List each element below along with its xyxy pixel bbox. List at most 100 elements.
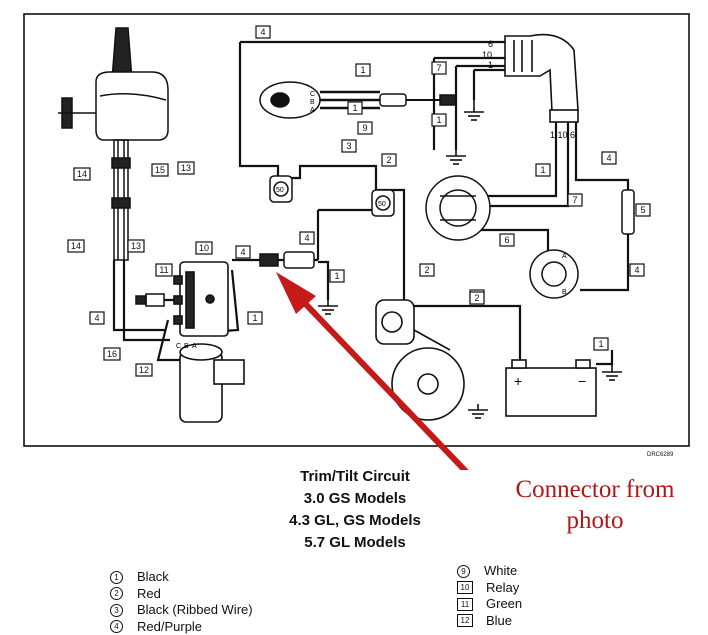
breaker-label-a: 50 (276, 187, 284, 194)
svg-text:14: 14 (71, 241, 81, 251)
trim-tilt-wiring-diagram: C B A 50 50 6 (0, 0, 708, 470)
legend-label: Red (137, 586, 161, 603)
svg-text:4: 4 (240, 247, 245, 257)
callout-box: 2 (382, 154, 396, 166)
callout-box: 12 (136, 364, 152, 376)
svg-text:4: 4 (304, 233, 309, 243)
plug-pin-1: 1 (488, 60, 493, 70)
callout-box: 10 (196, 242, 212, 254)
callout-box: 5 (636, 204, 650, 216)
callout-box: 1 (432, 114, 446, 126)
plug-pins-bottom: 1 10 6 (550, 130, 575, 140)
svg-text:11: 11 (159, 265, 168, 275)
legend-number: 4 (110, 620, 123, 633)
callout-box: 13 (178, 162, 194, 174)
legend-item: 9 White (457, 563, 522, 580)
legend-number: 3 (110, 604, 123, 617)
ign-pin-c: C (310, 91, 315, 98)
svg-text:1: 1 (598, 339, 603, 349)
plug-pin-6: 6 (488, 39, 493, 49)
callout-box: 9 (358, 122, 372, 134)
callout-box: 13 (128, 240, 144, 252)
svg-text:7: 7 (436, 63, 441, 73)
callout-box: 1 (536, 164, 550, 176)
callout-box: 14 (74, 168, 90, 180)
callout-box: 2 (470, 292, 484, 304)
callout-box: 1 (248, 312, 262, 324)
legend-label: Red/Purple (137, 619, 202, 635)
legend-item: 2 Red (110, 586, 253, 603)
svg-text:5: 5 (640, 205, 645, 215)
harness-pin-c: C (176, 343, 181, 350)
legend-item: 1 Black (110, 569, 253, 586)
legend-item: 4 Red/Purple (110, 619, 253, 635)
svg-text:2: 2 (424, 265, 429, 275)
callout-box: 15 (152, 164, 168, 176)
svg-text:1: 1 (352, 103, 357, 113)
battery-plus: + (514, 373, 522, 389)
svg-text:1: 1 (540, 165, 545, 175)
callout-box: 7 (432, 62, 446, 74)
breaker-label-b: 50 (378, 201, 386, 208)
callout-box: 1 (348, 102, 362, 114)
svg-text:2: 2 (474, 293, 479, 303)
callout-box: 2 (420, 264, 434, 276)
starter-motor-icon (376, 300, 464, 420)
ground-icon (602, 364, 622, 380)
bullet-connector-icon (260, 252, 314, 268)
callout-box: 14 (68, 240, 84, 252)
svg-text:1: 1 (360, 65, 365, 75)
ground-icon (464, 100, 484, 120)
callout-box: 4 (630, 264, 644, 276)
remote-control-icon (58, 28, 168, 260)
legend-item: 12 Blue (457, 613, 522, 630)
callout-box: 1 (594, 338, 608, 350)
trim-sender-icon (426, 176, 490, 240)
legend-number: 12 (457, 614, 473, 627)
svg-text:3: 3 (346, 141, 351, 151)
harness-plug-icon (505, 35, 578, 122)
plug-pin-10: 10 (482, 50, 492, 60)
ign-pin-b: B (310, 99, 315, 106)
svg-text:14: 14 (77, 169, 87, 179)
svg-text:15: 15 (155, 165, 165, 175)
trim-relay-icon (530, 250, 578, 298)
svg-text:13: 13 (131, 241, 141, 251)
ground-icon (446, 150, 466, 164)
legend-label: Blue (486, 613, 512, 630)
callout-box: 16 (104, 348, 120, 360)
svg-text:1: 1 (334, 271, 339, 281)
callout-box: 4 (602, 152, 616, 164)
callout-box: 7 (568, 194, 582, 206)
pump-relay-module-icon (174, 262, 228, 336)
legend-number: 9 (457, 565, 470, 578)
callout-box: 4 (236, 246, 250, 258)
caption-line-3: 4.3 GL, GS Models (210, 510, 500, 532)
svg-text:12: 12 (139, 365, 149, 375)
callout-box: 11 (156, 264, 172, 276)
caption-line-2: 3.0 GS Models (210, 488, 500, 510)
legend-number: 11 (457, 598, 473, 611)
svg-text:9: 9 (362, 123, 367, 133)
harness-pin-a: A (192, 343, 197, 350)
svg-text:4: 4 (634, 265, 639, 275)
legend-label: White (484, 563, 517, 580)
annotation-line-2: photo (482, 505, 708, 536)
svg-text:6: 6 (504, 235, 509, 245)
callout-box: 6 (500, 234, 514, 246)
callout-box: 1 (356, 64, 370, 76)
legend-label: Black (137, 569, 169, 586)
svg-text:1: 1 (252, 313, 257, 323)
legend-number: 1 (110, 571, 123, 584)
relay-pin-a: A (562, 253, 567, 260)
svg-text:7: 7 (572, 195, 577, 205)
ign-pin-a: A (310, 107, 315, 114)
legend-number: 2 (110, 587, 123, 600)
caption-line-4: 5.7 GL Models (210, 532, 500, 554)
ground-icon (468, 404, 488, 418)
callout-box: 4 (90, 312, 104, 324)
